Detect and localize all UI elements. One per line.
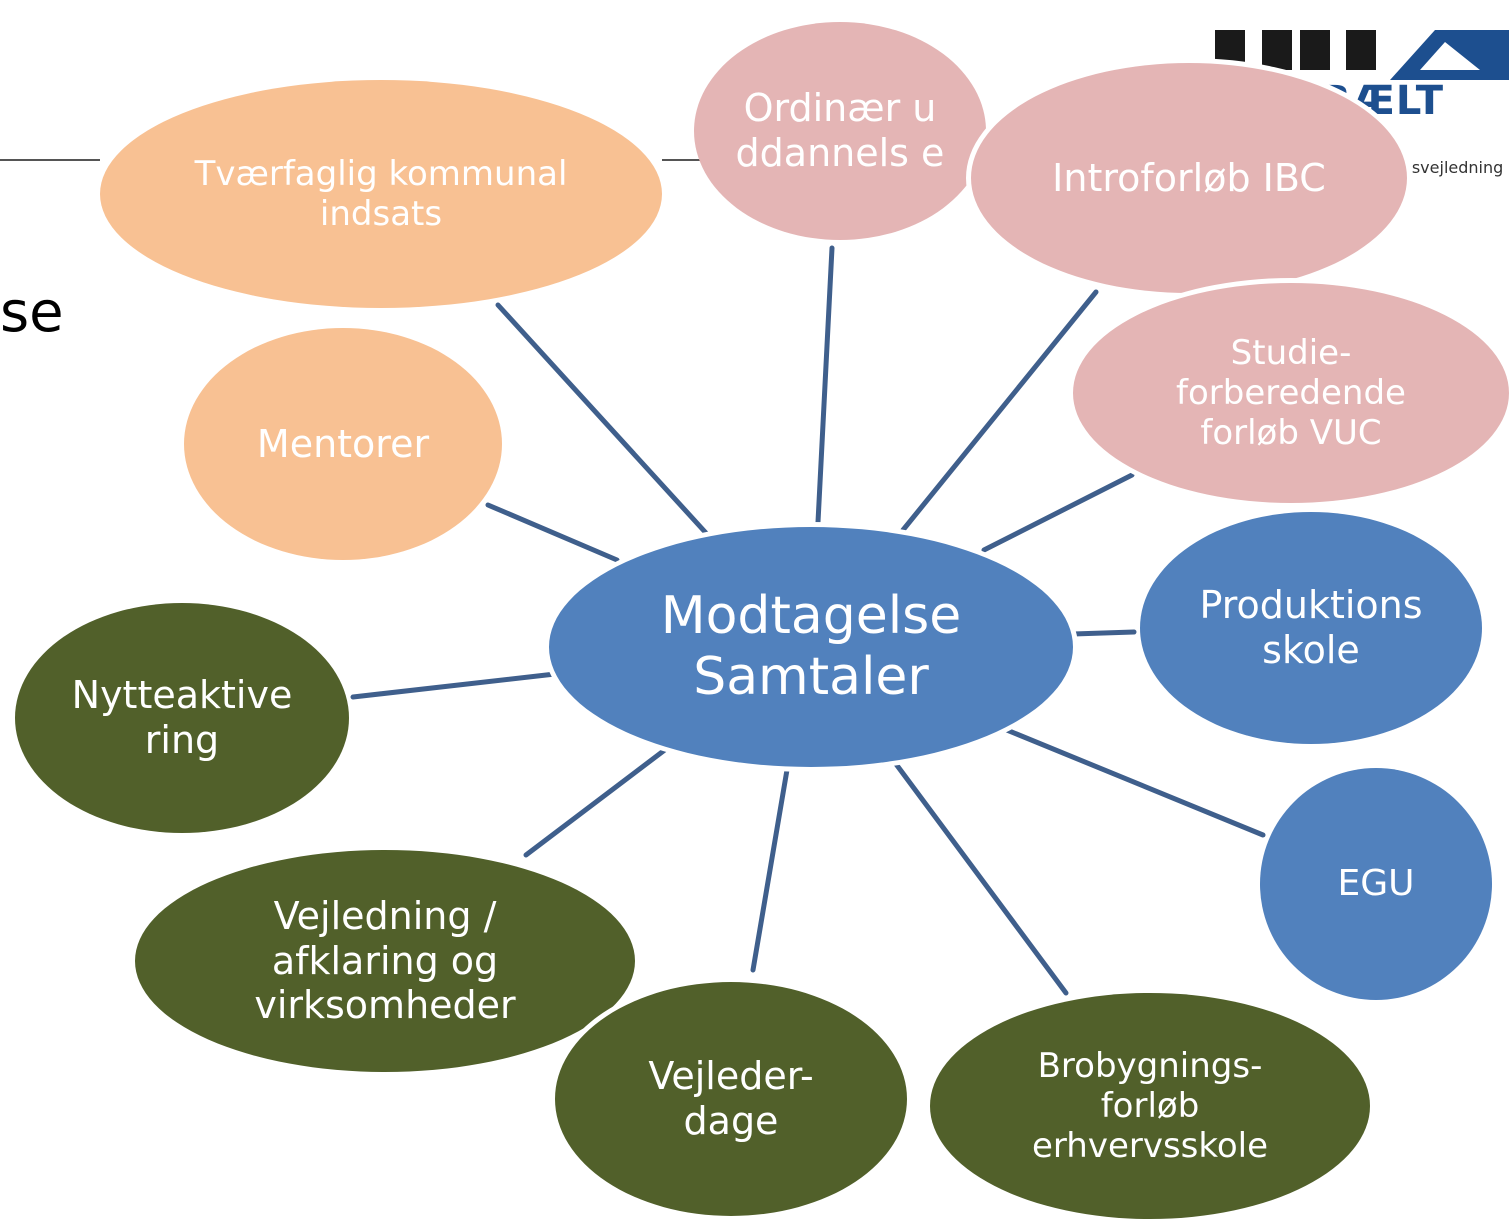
node-produktion-label: Produktions skole [1199,583,1423,672]
center-line1: Modtagelse [660,585,962,646]
logo-subtitle: esvejledning [1402,158,1504,177]
node-mentorer-label: Mentorer [256,421,430,466]
node-tvaerfaglig: Tværfaglig kommunal indsats [100,80,662,308]
node-center: Modtagelse Samtaler [544,522,1078,772]
node-brobygning-label: Brobygnings- forløb erhvervsskole [1031,1045,1269,1167]
node-nytteaktivering-label: Nytteaktive ring [71,673,293,762]
node-nytteaktivering: Nytteaktive ring [15,603,349,833]
node-mentorer: Mentorer [184,328,502,560]
logo-letter-u2-right [1346,30,1376,70]
node-introforloeb-label: Introforløb IBC [1052,155,1326,200]
node-egu-label: EGU [1337,862,1415,904]
title-fragment: se [0,280,64,345]
node-tvaerfaglig-label: Tværfaglig kommunal indsats [194,153,568,234]
connector-brobygning [890,757,1069,996]
node-vejlederdage: Vejleder- dage [550,977,912,1221]
connector-nytteaktivering [350,671,558,700]
connector-introforloeb [900,289,1099,533]
node-vejledning-label: Vejledning / afklaring og virksomheder [254,893,516,1028]
node-brobygning: Brobygnings- forløb erhvervsskole [930,993,1370,1219]
connector-studie [981,472,1135,553]
node-center-label: Modtagelse Samtaler [641,586,981,709]
logo-mark-icon [1390,30,1509,80]
connector-produktion [1070,629,1137,637]
node-introforloeb: Introforløb IBC [966,58,1412,298]
connector-tvaerfaglig [495,302,709,536]
node-egu: EGU [1260,768,1492,1000]
logo-letter-u2 [1300,30,1330,70]
node-ordinaer: Ordinær uddannels e [694,22,986,240]
logo-letter-u1-right [1262,30,1292,70]
node-vejlederdage-label: Vejleder- dage [648,1054,814,1143]
connector-mentorer [485,502,620,563]
node-ordinaer-label: Ordinær uddannels e [735,86,945,175]
center-line2: Samtaler [693,647,929,707]
node-vejledning: Vejledning / afklaring og virksomheder [130,845,640,1077]
connector-vejlederdage [750,761,791,973]
node-studie: Studie- forberedende forløb VUC [1068,278,1509,508]
node-produktion: Produktions skole [1140,512,1482,744]
connector-egu [999,725,1266,838]
connector-ordinaer [815,245,835,525]
connector-vejledning [523,743,673,858]
node-studie-label: Studie- forberedende forløb VUC [1176,332,1406,454]
